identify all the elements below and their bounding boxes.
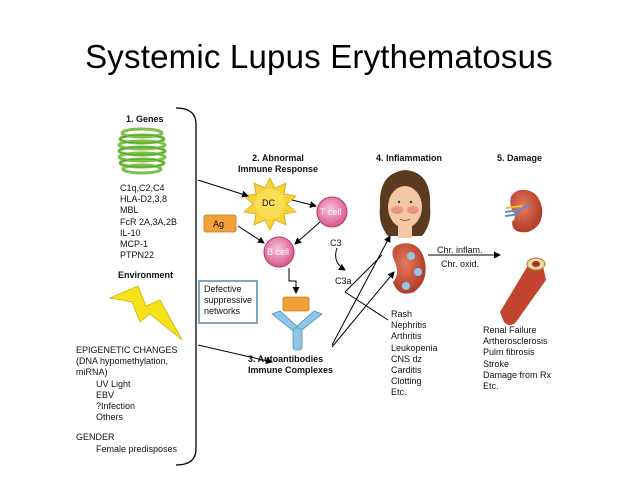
arrow-tcell-to-bcell [294, 221, 321, 245]
epigenetic-heading: EPIGENETIC CHANGES [76, 345, 178, 355]
arrow-dc-to-tcell [291, 199, 317, 208]
arrow-ag-to-bcell [237, 225, 265, 244]
gender-heading: GENDER [76, 432, 115, 443]
gene-item: FcR 2A,3A,2B [120, 216, 178, 227]
epigenetic-sub: (DNA hypomethylation, [76, 356, 169, 367]
inflammation-heading: 4. Inflammation [376, 153, 443, 163]
gene-item: IL-10 [120, 227, 141, 238]
t-cell-label: T cell [320, 207, 342, 217]
environment-item: EBV [96, 389, 115, 400]
face-rash-icon [379, 170, 431, 238]
autoantibodies-heading: 3. Autoantibodies Immune Complexes [248, 354, 334, 375]
b-cell-icon [263, 236, 295, 268]
arrow-autoab-to-face [331, 235, 391, 346]
damage-list: Renal Failure Artherosclerosis Pulm fibr… [483, 325, 551, 392]
inflammation-item: Arthritis [391, 331, 422, 342]
genes-list: C1q,C2,C4 HLA-D2,3,8 MBL FcR 2A,3A,2B IL… [120, 183, 177, 261]
artery-damaged-icon [500, 257, 546, 325]
environment-list: EPIGENETIC CHANGES (DNA hypomethylation,… [76, 345, 178, 455]
ag-box [203, 214, 237, 233]
gender-item: Female predisposes [96, 443, 178, 454]
damage-item: Damage from Rx [483, 369, 552, 380]
ag-label: Ag [213, 219, 225, 229]
arrow-bcell-to-antibody [288, 268, 300, 294]
c3-label: C3 [330, 238, 342, 248]
environment-item: UV Light [96, 378, 131, 389]
environment-item: Others [96, 412, 124, 423]
dna-coil-icon [117, 127, 167, 175]
c3a-label: C3a [335, 276, 352, 286]
antigen-block [282, 296, 310, 312]
kidney-inflamed-icon [392, 243, 426, 294]
damage-item: Etc. [483, 381, 499, 392]
lightning-icon [108, 285, 183, 341]
dc-label: DC [262, 198, 275, 208]
genes-bracket [175, 107, 197, 466]
inflammation-item: Clotting [391, 376, 422, 387]
arrow-c3-to-c3a [335, 247, 346, 271]
arrow-env-to-autoantibodies [197, 344, 273, 365]
gene-item: C1q,C2,C4 [120, 183, 165, 193]
inflammation-item: Nephritis [391, 320, 427, 331]
inflammation-item: CNS dz [391, 353, 423, 364]
defective-networks-label: Defective suppressive networks [204, 284, 253, 316]
genes-heading: 1. Genes [126, 114, 164, 124]
damage-item: Stroke [483, 358, 510, 369]
chr-oxid-label: Chr. oxid. [441, 259, 480, 269]
page-title: Systemic Lupus Erythematosus [85, 38, 553, 75]
chr-inflam-label: Chr. inflam. [437, 245, 483, 255]
inflammation-item: Carditis [391, 365, 422, 376]
arrow-genes-to-dc [197, 179, 249, 198]
gene-item: MCP-1 [120, 239, 149, 250]
damage-heading: 5. Damage [497, 153, 543, 163]
inflammation-item: Leukopenia [391, 342, 438, 353]
gene-item: PTPN22 [120, 250, 155, 261]
line-c3a-to-kidney [344, 291, 389, 321]
t-cell-icon [316, 196, 348, 228]
line-c3a-to-face [344, 254, 383, 293]
dc-sun-icon [243, 177, 297, 231]
antibody-icon [271, 310, 323, 351]
gene-item: HLA-D2,3,8 [120, 194, 168, 205]
defective-networks-box [198, 280, 258, 324]
immune-heading: 2. Abnormal Immune Response [238, 153, 319, 174]
environment-item: ?Infection [96, 401, 136, 412]
epigenetic-sub: miRNA) [76, 367, 108, 378]
gene-item: MBL [120, 205, 139, 216]
kidney-damaged-icon [504, 189, 543, 233]
damage-item: Pulm fibrosis [483, 347, 535, 358]
inflammation-item: Rash [391, 309, 413, 319]
inflammation-item: Etc. [391, 387, 407, 398]
arrow-autoab-to-kidney [331, 271, 395, 348]
damage-item: Renal Failure [483, 325, 537, 335]
b-cell-label: B cell [267, 247, 290, 257]
inflammation-list: Rash Nephritis Arthritis Leukopenia CNS … [391, 309, 438, 399]
damage-item: Artherosclerosis [483, 336, 548, 347]
environment-heading: Environment [118, 270, 174, 280]
